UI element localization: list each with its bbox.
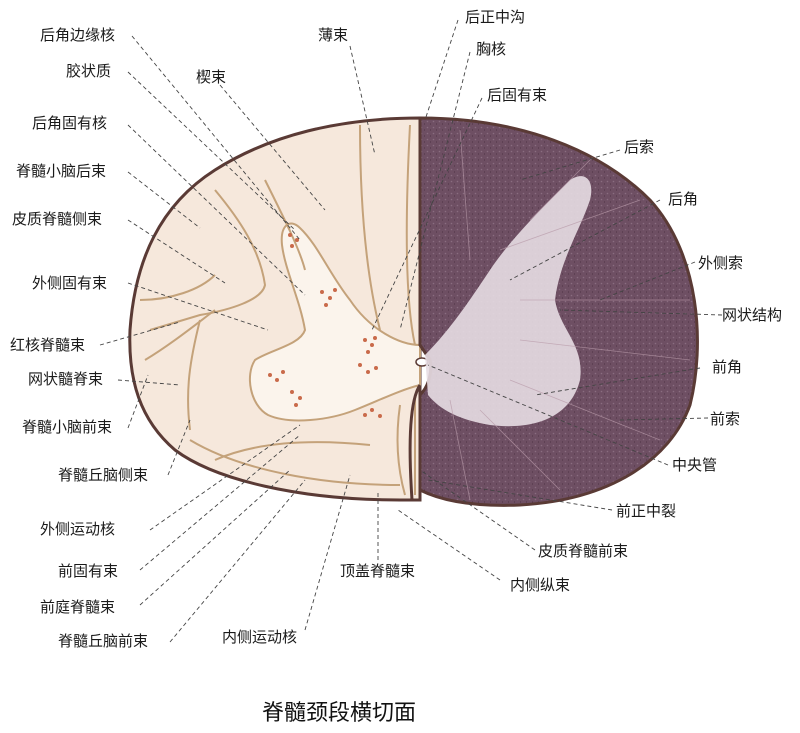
label-anterior-spinocerebellar-tract: 脊髓小脑前束 bbox=[22, 418, 112, 436]
label-posterior-median-sulcus: 后正中沟 bbox=[465, 8, 525, 26]
left-white-matter bbox=[128, 116, 422, 502]
diagram-title: 脊髓颈段横切面 bbox=[262, 701, 416, 726]
label-posterior-proper-fasciculus: 后固有束 bbox=[487, 86, 547, 104]
label-lateral-corticospinal-tract: 皮质脊髓侧束 bbox=[12, 210, 102, 228]
label-anterior-horn: 前角 bbox=[712, 358, 742, 376]
label-lateral-motor-nucleus: 外侧运动核 bbox=[40, 520, 115, 538]
nuclei-dots bbox=[268, 233, 382, 418]
label-nucleus-proprius: 后角固有核 bbox=[32, 114, 107, 132]
label-anterior-median-fissure: 前正中裂 bbox=[616, 502, 676, 520]
label-lateral-proper-fasciculus: 外侧固有束 bbox=[32, 274, 107, 292]
left-gray-matter bbox=[248, 222, 421, 422]
label-substantia-gelatinosa: 胶状质 bbox=[66, 62, 111, 80]
label-reticular-formation: 网状结构 bbox=[722, 306, 782, 324]
anterior-median-fissure bbox=[408, 384, 422, 501]
label-rubrospinal-tract: 红核脊髓束 bbox=[10, 336, 85, 354]
label-posterior-spinocerebellar-tract: 脊髓小脑后束 bbox=[16, 162, 106, 180]
label-anterior-spinothalamic-tract: 脊髓丘脑前束 bbox=[58, 632, 148, 650]
label-lateral-funiculus: 外侧索 bbox=[698, 254, 743, 272]
label-anterior-proper-fasciculus: 前固有束 bbox=[58, 562, 118, 580]
leader-lines bbox=[99, 19, 723, 643]
label-lateral-spinothalamic-tract: 脊髓丘脑侧束 bbox=[58, 466, 148, 484]
label-medial-motor-nucleus: 内侧运动核 bbox=[222, 628, 297, 646]
label-medial-longitudinal-fasciculus: 内侧纵束 bbox=[510, 576, 570, 594]
label-posterior-marginal-nucleus: 后角边缘核 bbox=[40, 26, 115, 44]
label-thoracic-nucleus: 胸核 bbox=[476, 40, 506, 58]
label-tectospinal-tract: 顶盖脊髓束 bbox=[340, 562, 415, 580]
label-vestibulospinal-tract: 前庭脊髓束 bbox=[40, 598, 115, 616]
label-reticulospinal-tract: 网状髓脊束 bbox=[28, 370, 103, 388]
label-posterior-horn: 后角 bbox=[668, 190, 698, 208]
label-central-canal: 中央管 bbox=[672, 456, 717, 474]
label-anterior-funiculus: 前索 bbox=[710, 410, 740, 428]
right-gray-matter bbox=[425, 176, 592, 427]
label-anterior-corticospinal-tract: 皮质脊髓前束 bbox=[538, 542, 628, 560]
label-fasciculus-gracilis: 薄束 bbox=[318, 26, 348, 44]
label-fasciculus-cuneatus: 楔束 bbox=[196, 68, 226, 86]
label-posterior-funiculus: 后索 bbox=[624, 138, 654, 156]
